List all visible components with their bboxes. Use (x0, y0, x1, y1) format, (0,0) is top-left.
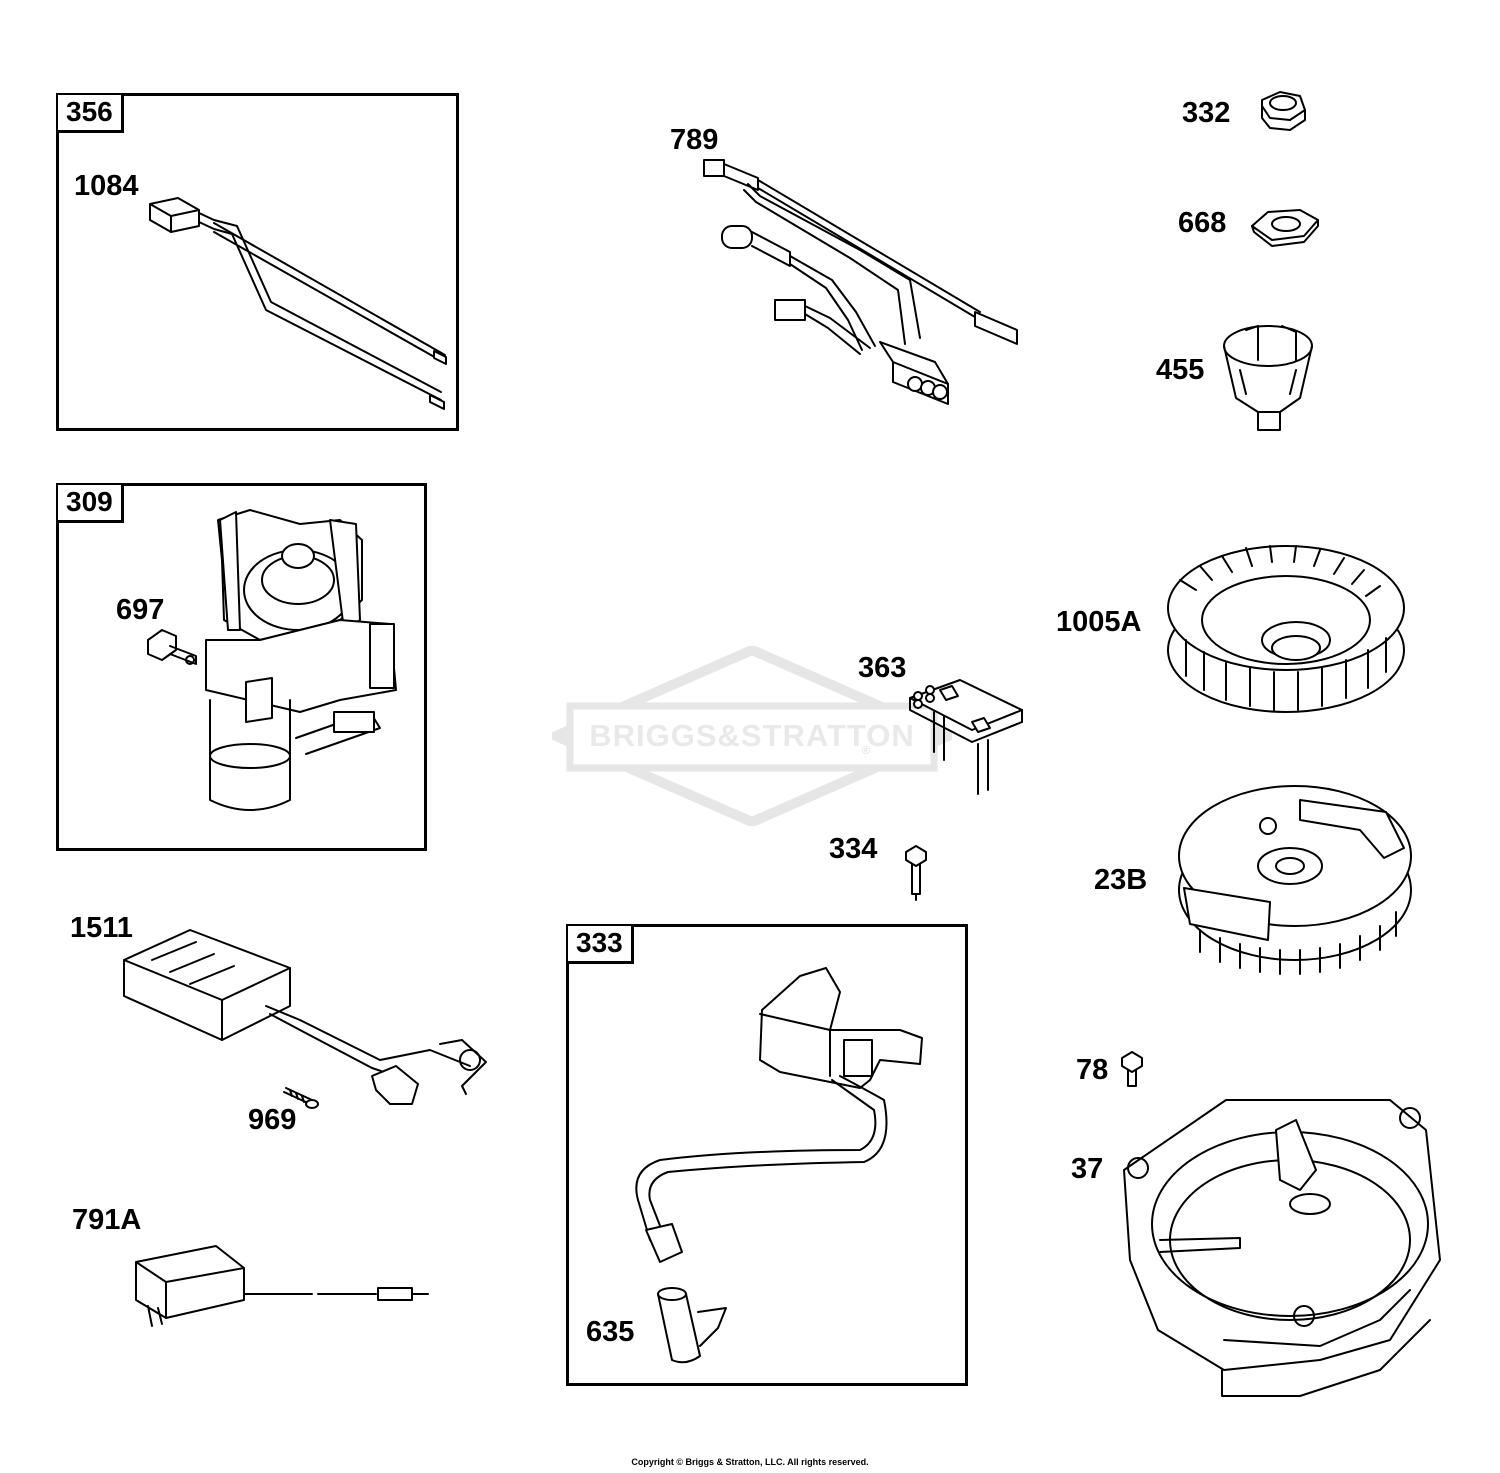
part-78-bolt-illustration[interactable] (1121, 1051, 1143, 1087)
part-23B-flywheel-illustration[interactable] (1178, 785, 1412, 975)
callout-334[interactable]: 334 (829, 833, 878, 865)
part-668-washer-illustration[interactable] (1251, 209, 1319, 247)
callout-1005A[interactable]: 1005A (1056, 606, 1142, 638)
kit-box-356: 356 (56, 93, 459, 431)
part-969-screw-illustration[interactable] (283, 1087, 319, 1109)
kit-box-333: 333 (566, 924, 968, 1386)
kit-number-333[interactable]: 333 (568, 926, 634, 964)
callout-668[interactable]: 668 (1178, 207, 1227, 239)
callout-1084[interactable]: 1084 (74, 170, 139, 202)
callout-969[interactable]: 969 (248, 1104, 297, 1136)
part-334-bolt-illustration[interactable] (905, 845, 927, 901)
part-789-harness-illustration[interactable] (703, 159, 1018, 405)
kit-box-309: 309 (56, 483, 427, 851)
callout-332[interactable]: 332 (1182, 97, 1231, 129)
part-333-ignition-coil-illustration[interactable] (635, 967, 923, 1263)
callout-791A[interactable]: 791A (72, 1204, 142, 1236)
part-332-nut-illustration[interactable] (1261, 91, 1306, 131)
callout-78[interactable]: 78 (1076, 1054, 1109, 1086)
part-309-starter-motor-illustration[interactable] (205, 509, 397, 811)
part-1005A-flywheel-illustration[interactable] (1167, 545, 1405, 713)
copyright-notice: Copyright © Briggs & Stratton, LLC. All … (631, 1457, 869, 1467)
kit-number-356[interactable]: 356 (58, 95, 124, 133)
callout-789[interactable]: 789 (670, 124, 719, 156)
part-455-cup-illustration[interactable] (1223, 325, 1313, 431)
part-1084-wire-illustration[interactable] (149, 197, 447, 410)
watermark-brand-text: BRIGGS&STRATTON (589, 718, 915, 753)
kit-number-309[interactable]: 309 (58, 485, 124, 523)
watermark-registered-mark: ® (862, 745, 871, 757)
part-363-bracket-illustration[interactable] (909, 679, 1023, 795)
callout-455[interactable]: 455 (1156, 354, 1205, 386)
callout-23B[interactable]: 23B (1094, 864, 1148, 896)
callout-635[interactable]: 635 (586, 1316, 635, 1348)
callout-1511[interactable]: 1511 (70, 912, 133, 944)
part-791A-charger-illustration[interactable] (135, 1245, 429, 1327)
part-697-bolt-illustration[interactable] (147, 629, 197, 665)
callout-37[interactable]: 37 (1071, 1153, 1104, 1185)
callout-697[interactable]: 697 (116, 594, 165, 626)
part-37-housing-illustration[interactable] (1123, 1099, 1441, 1397)
part-635-spark-boot-illustration[interactable] (657, 1287, 727, 1364)
callout-363[interactable]: 363 (858, 652, 907, 684)
part-1511-battery-illustration[interactable] (123, 929, 487, 1105)
